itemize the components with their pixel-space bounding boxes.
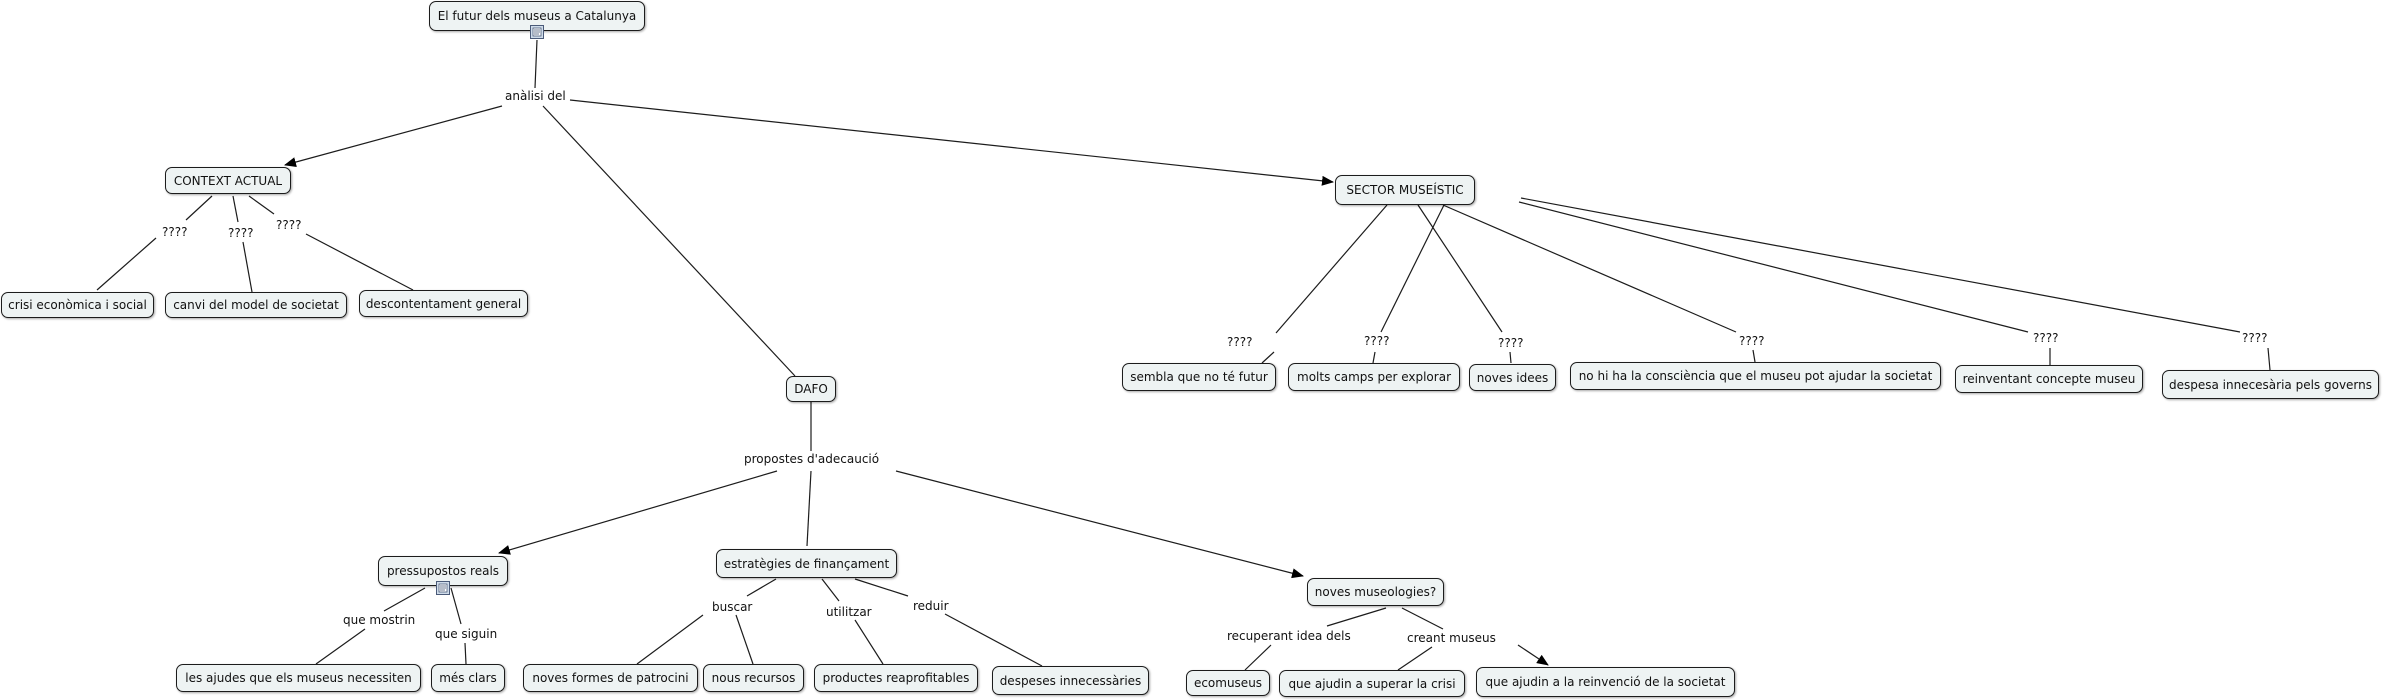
line-context-q2 bbox=[232, 195, 239, 223]
line-noves-recuperant bbox=[1326, 607, 1387, 627]
concept-canvi[interactable]: canvi del model de societat bbox=[165, 292, 347, 318]
link-q6[interactable]: ???? bbox=[1496, 336, 1526, 350]
concept-context-actual[interactable]: CONTEXT ACTUAL bbox=[165, 167, 291, 194]
line-estr-utilitzar bbox=[821, 578, 840, 602]
line-estr-reduir bbox=[854, 578, 909, 597]
line-noves-creant bbox=[1401, 607, 1444, 630]
line-siguin-mesclars bbox=[464, 642, 467, 665]
concept-despesa[interactable]: despesa innecesària pels governs bbox=[2162, 370, 2379, 399]
arrow-analisi-sector bbox=[569, 99, 1334, 186]
concept-productes[interactable]: productes reaprofitables bbox=[814, 664, 978, 692]
link-que-mostrin[interactable]: que mostrin bbox=[341, 613, 418, 627]
line-context-q3 bbox=[248, 195, 275, 215]
line-sector-q7 bbox=[1442, 204, 1737, 333]
line-recuperant-eco bbox=[1244, 644, 1272, 671]
line-utilitzar-productes bbox=[854, 619, 884, 665]
line-q6-noves bbox=[1509, 351, 1512, 364]
line-press-siguin bbox=[450, 587, 462, 625]
line-q1-crisi bbox=[96, 237, 157, 291]
link-utilitzar[interactable]: utilitzar bbox=[824, 605, 874, 619]
line-analisi-dafo bbox=[542, 105, 796, 377]
line-creant-superar bbox=[1397, 646, 1433, 671]
document-icon[interactable] bbox=[530, 24, 544, 39]
link-q9[interactable]: ???? bbox=[2240, 331, 2270, 345]
document-icon[interactable] bbox=[436, 580, 450, 595]
line-press-mostrin bbox=[383, 587, 426, 612]
line-q2-canvi bbox=[242, 241, 253, 293]
line-q9-despesa bbox=[2267, 347, 2271, 371]
concept-les-ajudes[interactable]: les ajudes que els museus necessiten bbox=[176, 664, 421, 692]
link-propostes[interactable]: propostes d'adecaució bbox=[742, 452, 882, 466]
line-sector-q5 bbox=[1380, 204, 1445, 333]
concept-crisi[interactable]: crisi econòmica i social bbox=[1, 292, 154, 318]
line-buscar-nous bbox=[735, 614, 754, 665]
line-q3-desc bbox=[305, 233, 414, 291]
concept-reinvencio[interactable]: que ajudin a la reinvenció de la societa… bbox=[1476, 667, 1735, 697]
link-q2[interactable]: ???? bbox=[226, 226, 256, 240]
line-q4-sembla bbox=[1261, 351, 1275, 364]
line-estr-buscar bbox=[746, 578, 777, 597]
line-propostes-estrategies bbox=[806, 470, 812, 547]
link-q8[interactable]: ???? bbox=[2031, 331, 2061, 345]
concept-no-hi-ha[interactable]: no hi ha la consciència que el museu pot… bbox=[1570, 362, 1941, 390]
concept-molts[interactable]: molts camps per explorar bbox=[1288, 363, 1460, 391]
link-q3[interactable]: ???? bbox=[274, 218, 304, 232]
concept-reinventant[interactable]: reinventant concepte museu bbox=[1955, 365, 2143, 393]
line-sector-q8 bbox=[1518, 201, 2029, 333]
link-reduir[interactable]: reduir bbox=[911, 599, 951, 613]
line-q5-molts bbox=[1372, 351, 1376, 364]
concept-sector-museistic[interactable]: SECTOR MUSEÍSTIC bbox=[1335, 175, 1475, 205]
line-mostrin-ajudes bbox=[315, 628, 366, 665]
link-q7[interactable]: ???? bbox=[1737, 334, 1767, 348]
line-context-q1 bbox=[185, 195, 213, 221]
concept-mes-clars[interactable]: més clars bbox=[431, 664, 505, 692]
concept-sembla[interactable]: sembla que no té futur bbox=[1122, 363, 1276, 391]
line-sector-q6 bbox=[1417, 204, 1503, 333]
concept-despeses[interactable]: despeses innecessàries bbox=[992, 666, 1149, 695]
concept-noves-formes[interactable]: noves formes de patrocini bbox=[523, 664, 698, 692]
link-creant[interactable]: creant museus bbox=[1405, 631, 1498, 645]
link-recuperant[interactable]: recuperant idea dels bbox=[1225, 629, 1353, 643]
concept-dafo[interactable]: DAFO bbox=[786, 376, 836, 402]
arrow-creant-reinvencio bbox=[1517, 644, 1549, 666]
concept-descontentament[interactable]: descontentament general bbox=[359, 290, 528, 317]
concept-superar[interactable]: que ajudin a superar la crisi bbox=[1279, 670, 1465, 697]
arrow-propostes-noves bbox=[895, 470, 1304, 579]
line-q7-nohiha bbox=[1752, 349, 1756, 363]
line-buscar-noves bbox=[636, 614, 704, 665]
link-buscar[interactable]: buscar bbox=[710, 600, 755, 614]
link-analisi-del[interactable]: anàlisi del bbox=[503, 89, 568, 103]
concept-nous-recursos[interactable]: nous recursos bbox=[703, 664, 804, 692]
concept-noves-museologies[interactable]: noves museologies? bbox=[1307, 578, 1444, 606]
arrow-analisi-context bbox=[284, 105, 503, 167]
concept-estrategies[interactable]: estratègies de finançament bbox=[716, 549, 897, 578]
link-q5[interactable]: ???? bbox=[1362, 334, 1392, 348]
concept-noves-idees[interactable]: noves idees bbox=[1469, 364, 1556, 391]
link-q4[interactable]: ???? bbox=[1225, 335, 1255, 349]
concept-ecomuseus[interactable]: ecomuseus bbox=[1186, 670, 1270, 696]
link-que-siguin[interactable]: que siguin bbox=[433, 627, 500, 641]
line-reduir-despeses bbox=[944, 613, 1043, 667]
link-q1[interactable]: ???? bbox=[160, 225, 190, 239]
line-sector-q4 bbox=[1275, 204, 1388, 334]
line-root-analisi bbox=[534, 39, 538, 89]
arrow-propostes-pressupostos bbox=[498, 470, 778, 555]
line-sector-q9 bbox=[1520, 197, 2241, 333]
